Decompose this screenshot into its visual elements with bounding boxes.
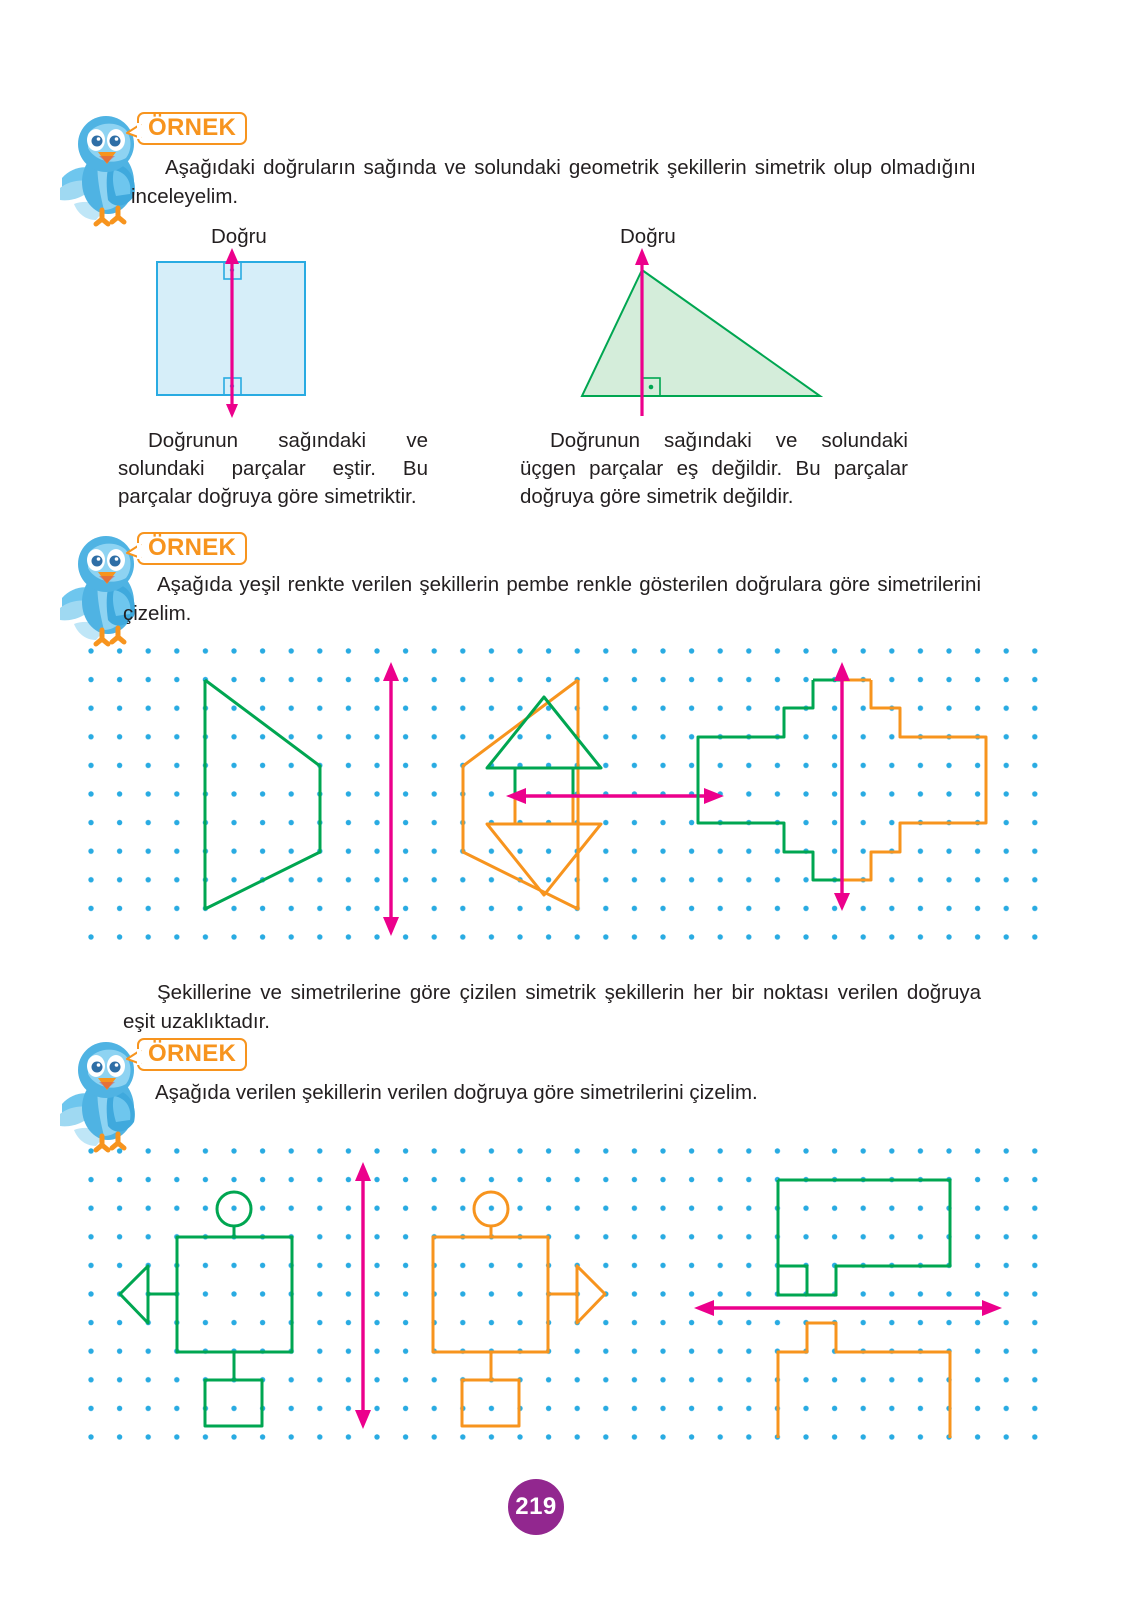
caption-triangle: Doğrunun sağındaki ve solundaki üçgen pa… (520, 429, 908, 508)
ornek-badge-1: ÖRNEK (126, 112, 248, 146)
line-label-triangle: Doğru (620, 225, 676, 248)
caption-square: Doğrunun sağındaki ve solundaki parçalar… (118, 429, 428, 508)
stepped-cross-pair (696, 678, 988, 882)
bird-mascot-icon-2 (58, 524, 144, 650)
instruction-text-2: Aşağıda yeşil renkte verilen şekillerin … (123, 573, 981, 625)
line-label-square: Doğru (211, 225, 267, 248)
symmetry-axis-horizontal-2 (694, 1300, 1002, 1316)
conclusion-text: Şekillerine ve simetrilerine göre çizile… (123, 981, 981, 1033)
symmetry-axis-horizontal-1 (506, 788, 724, 804)
instruction-text-1: Aşağıdaki doğruların sağında ve solundak… (131, 156, 976, 208)
dot-grid-upper (88, 648, 1048, 953)
ornek-label-1: ÖRNEK (148, 114, 237, 141)
symmetry-axis-vertical-2 (834, 662, 850, 911)
dot-grid-lower (88, 1148, 1048, 1453)
ornek-badge-3: ÖRNEK (126, 1038, 248, 1072)
callout-tail-icon (126, 122, 142, 139)
square-figure (150, 248, 330, 418)
ornek-badge-2: ÖRNEK (126, 532, 248, 566)
bird-mascot-icon (58, 104, 144, 230)
tree-arrow-pair (485, 695, 603, 897)
bird-mascot-icon-3 (58, 1030, 144, 1156)
page-number: 219 (515, 1493, 557, 1520)
instruction-text-3: Aşağıda verilen şekillerin verilen doğru… (155, 1081, 758, 1104)
callout-tail-icon-3 (126, 1048, 142, 1065)
robot-figure-pair (118, 1190, 607, 1428)
notched-rectangle-pair (776, 1178, 952, 1438)
triangle-figure (560, 248, 860, 418)
page-number-badge: 219 (508, 1479, 564, 1535)
symmetry-axis-vertical-1 (383, 662, 399, 936)
callout-tail-icon-2 (126, 542, 142, 559)
ornek-label-2: ÖRNEK (148, 534, 237, 561)
hexagon-pair (203, 678, 580, 911)
symmetry-axis-vertical-3 (355, 1162, 371, 1429)
ornek-label-3: ÖRNEK (148, 1040, 237, 1067)
